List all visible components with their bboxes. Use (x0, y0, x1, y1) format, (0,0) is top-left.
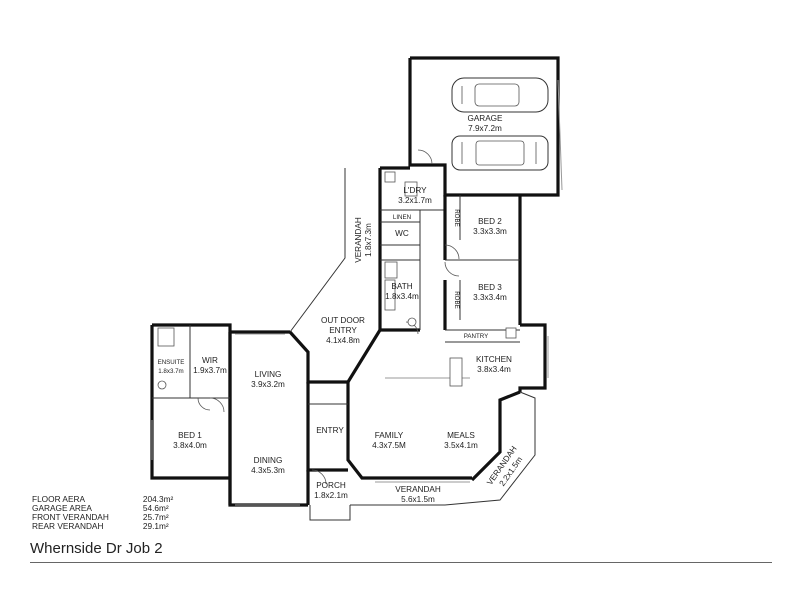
shower-icon (157, 327, 175, 347)
room-bath-name: BATH (391, 282, 412, 291)
room-kitchen-name: KITCHEN (476, 355, 512, 364)
plan-title: Whernside Dr Job 2 (30, 540, 163, 557)
washer-icon (404, 181, 418, 197)
area-label: GARAGE AREA (32, 503, 92, 513)
room-robe1-name: ROBE (453, 209, 460, 227)
toilet-icon (407, 317, 417, 327)
area-label: FLOOR AERA (32, 494, 86, 504)
room-garage-dims: 7.9x7.2m (468, 124, 502, 133)
area-summary: FLOOR AERA 204.3m² GARAGE AREA 54.6m² FR… (32, 495, 173, 531)
room-bath-dims: 1.8x3.4m (385, 292, 419, 301)
area-value: 54.6m² (142, 503, 169, 513)
room-bed3-dims: 3.3x3.4m (473, 293, 507, 302)
fixtures (157, 171, 517, 390)
room-outdoor-entry-name: OUT DOOR (321, 316, 365, 325)
room-porch-dims: 1.8x2.1m (314, 491, 348, 500)
laundry-tub-icon (384, 171, 396, 183)
room-garage-name: GARAGE (467, 114, 503, 123)
room-meals-dims: 3.5x4.1m (444, 441, 478, 450)
room-entry-name: ENTRY (316, 426, 344, 435)
room-bed3-name: BED 3 (478, 283, 502, 292)
room-outdoor-entry-name2: ENTRY (329, 326, 357, 335)
area-label: FRONT VERANDAH (32, 512, 109, 522)
car-top-icon (451, 135, 549, 171)
room-ensuite-name: ENSUITE (158, 359, 185, 366)
fridge-icon (505, 327, 517, 339)
room-pantry-name: PANTRY (464, 333, 489, 340)
room-family-name: FAMILY (375, 431, 404, 440)
room-front-verandah-name: VERANDAH (395, 485, 441, 494)
room-labels: GARAGE 7.9x7.2m L'DRY 3.2x1.7m LINEN WC … (158, 114, 525, 504)
room-living-dims: 3.9x3.2m (251, 380, 285, 389)
room-linen-name: LINEN (393, 214, 411, 221)
room-bed1-dims: 3.8x4.0m (173, 441, 207, 450)
title-divider (30, 562, 772, 563)
area-row: FLOOR AERA 204.3m² (32, 495, 173, 504)
area-row: GARAGE AREA 54.6m² (32, 504, 173, 513)
room-dining-name: DINING (254, 456, 283, 465)
area-label: REAR VERANDAH (32, 521, 104, 531)
area-value: 204.3m² (142, 494, 174, 504)
room-outdoor-entry-dims: 4.1x4.8m (326, 336, 360, 345)
bathtub-icon (384, 279, 396, 311)
room-robe2-name: ROBE (453, 291, 460, 309)
area-value: 25.7m² (142, 512, 169, 522)
room-kitchen-dims: 3.8x3.4m (477, 365, 511, 374)
room-family-dims: 4.3x7.5M (372, 441, 406, 450)
room-bed1-name: BED 1 (178, 431, 202, 440)
room-rear-verandah-name: VERANDAH (354, 217, 363, 263)
room-laundry-dims: 3.2x1.7m (398, 196, 432, 205)
room-living-name: LIVING (255, 370, 282, 379)
room-porch-name: PORCH (316, 481, 346, 490)
room-bed2-dims: 3.3x3.3m (473, 227, 507, 236)
room-wir-name: WIR (202, 356, 218, 365)
room-wir-dims: 1.9x3.7m (193, 366, 227, 375)
room-dining-dims: 4.3x5.3m (251, 466, 285, 475)
area-value: 29.1m² (142, 521, 169, 531)
kitchen-island-icon (449, 357, 463, 387)
room-wc-name: WC (395, 229, 409, 238)
area-row: REAR VERANDAH 29.1m² (32, 522, 173, 531)
room-bed2-name: BED 2 (478, 217, 502, 226)
room-front-verandah-dims: 5.6x1.5m (401, 495, 435, 504)
car-top-icon (451, 77, 549, 113)
room-ensuite-dims: 1.8x3.7m (158, 368, 183, 375)
room-rear-verandah-dims: 1.8x7.3m (364, 223, 373, 257)
ensuite-toilet-icon (157, 380, 167, 390)
room-meals-name: MEALS (447, 431, 475, 440)
room-laundry-name: L'DRY (403, 186, 427, 195)
area-row: FRONT VERANDAH 25.7m² (32, 513, 173, 522)
vanity-icon (384, 261, 398, 279)
